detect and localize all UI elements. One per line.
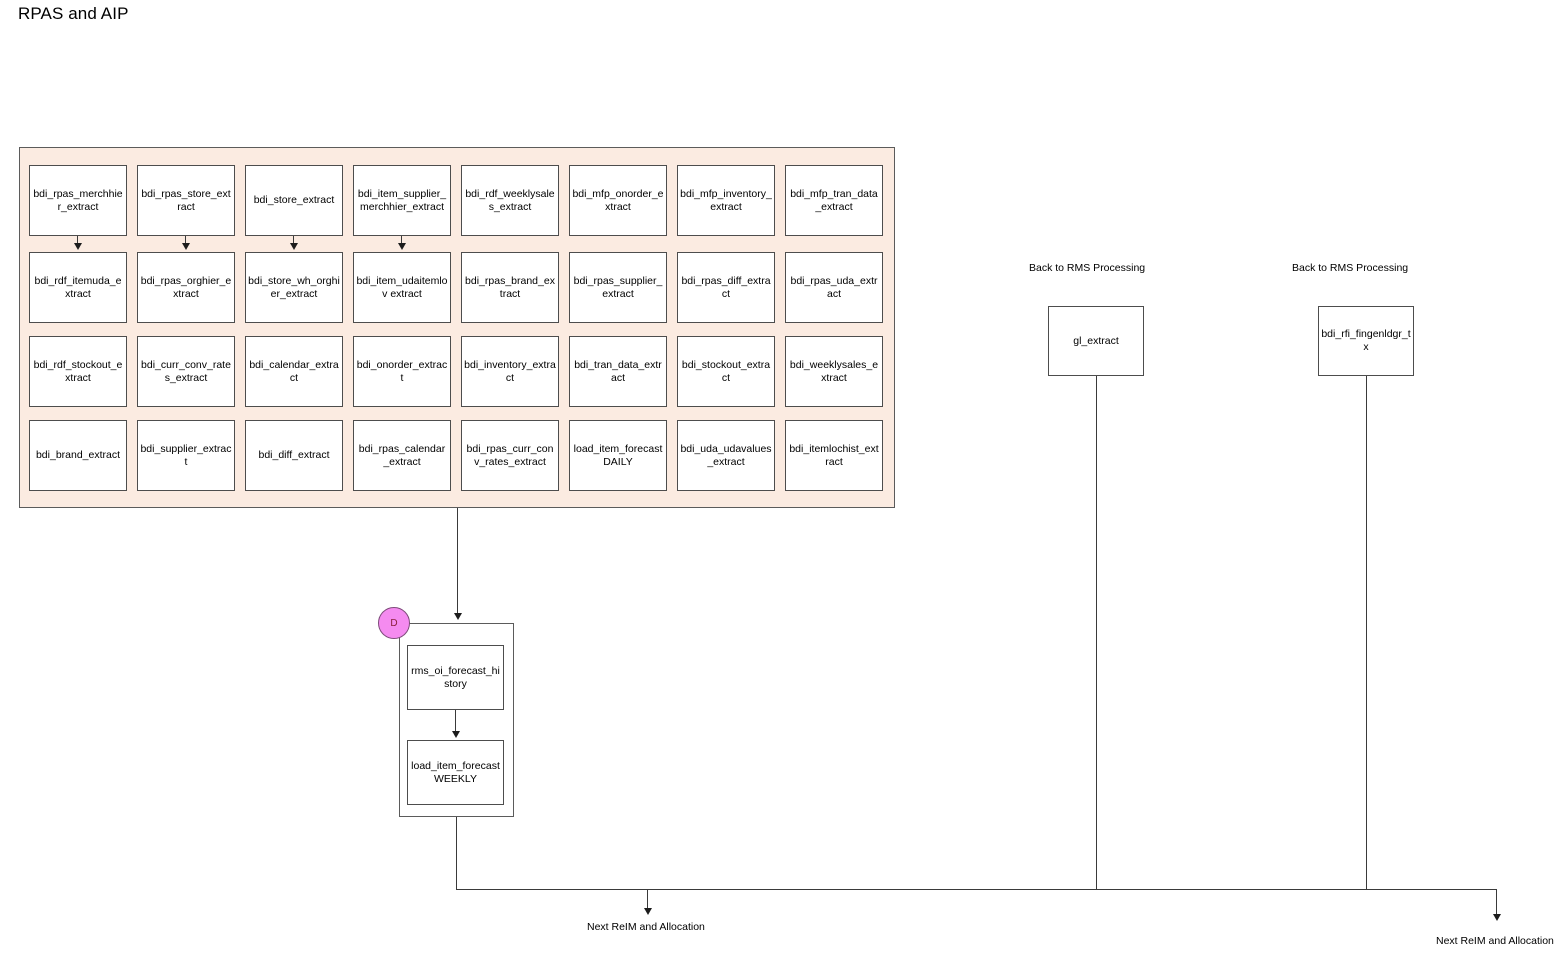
node-bdi-uda-udavalues-extract[interactable]: bdi_uda_udavalues_extract [677,420,775,491]
arrowhead-col3 [290,243,298,250]
node-label: bdi_itemlochist_extract [789,442,879,468]
node-label: bdi_store_wh_orghier_extract [248,274,340,300]
connector-col2 [185,236,186,245]
node-label: bdi_rpas_curr_conv_rates_extract [466,442,554,468]
node-label: bdi_onorder_extract [356,358,448,384]
node-label: bdi_rpas_store_extract [141,187,231,213]
node-label: gl_extract [1073,334,1119,347]
node-bdi-rpas-diff-extract[interactable]: bdi_rpas_diff_extract [677,252,775,323]
page-title: RPAS and AIP [18,4,129,23]
node-bdi-weeklysales-extract[interactable]: bdi_weeklysales_extract [785,336,883,407]
node-label: bdi_mfp_inventory_extract [680,187,772,213]
connector-gl-extract-down [1096,376,1097,889]
node-bdi-rdf-stockout-extract[interactable]: bdi_rdf_stockout_extract [29,336,127,407]
node-bdi-rpas-curr-conv-rates-extract[interactable]: bdi_rpas_curr_conv_rates_extract [461,420,559,491]
node-label: bdi_rdf_stockout_extract [33,358,123,384]
node-label: load_item_forecast WEEKLY [411,759,500,785]
connector-col3 [293,236,294,245]
node-bdi-rfi-fingenldgr-tx[interactable]: bdi_rfi_fingenldgr_tx [1318,306,1414,376]
node-bdi-mfp-tran-data-extract[interactable]: bdi_mfp_tran_data_extract [785,165,883,236]
node-label: bdi_rpas_diff_extract [681,274,771,300]
node-label: bdi_brand_extract [35,449,121,461]
arrowhead-col1 [74,243,82,250]
node-label: bdi_weeklysales_extract [789,358,879,384]
arrowhead-col2 [182,243,190,250]
node-load-item-forecast-weekly[interactable]: load_item_forecast WEEKLY [407,740,504,805]
bottom-bus-line [456,889,1497,890]
node-load-item-forecast-daily[interactable]: load_item_forecast DAILY [569,420,667,491]
node-label: bdi_calendar_extract [249,358,339,384]
node-bdi-curr-conv-rates-extract[interactable]: bdi_curr_conv_rates_extract [137,336,235,407]
node-rms-oi-forecast-history[interactable]: rms_oi_forecast_history [407,645,504,710]
node-label: bdi_item_udaitemlov extract [356,274,448,300]
connector-to-next-reim-2 [1496,889,1497,916]
node-bdi-rpas-merchhier-extract[interactable]: bdi_rpas_merchhier_extract [29,165,127,236]
node-label: bdi_rpas_merchhier_extract [33,187,123,213]
node-label: bdi_stockout_extract [681,358,771,384]
footer-label-next-reim-1: Next ReIM and Allocation [587,921,705,933]
node-bdi-rpas-calendar-extract[interactable]: bdi_rpas_calendar_extract [353,420,451,491]
node-bdi-rpas-orghier-extract[interactable]: bdi_rpas_orghier_extract [137,252,235,323]
node-label: bdi_inventory_extract [464,358,556,384]
connector-col1 [77,236,78,245]
caption-back-to-rms-processing-1: Back to RMS Processing [1029,262,1146,274]
node-bdi-item-udaitemlov-extract[interactable]: bdi_item_udaitemlov extract [353,252,451,323]
node-label: rms_oi_forecast_history [411,664,500,690]
node-bdi-stockout-extract[interactable]: bdi_stockout_extract [677,336,775,407]
node-bdi-itemlochist-extract[interactable]: bdi_itemlochist_extract [785,420,883,491]
node-label: bdi_rpas_calendar_extract [358,442,446,468]
footer-label-next-reim-2: Next ReIM and Allocation [1436,935,1554,947]
arrowhead-group-to-forecast [454,613,462,620]
connector-bdi-rfi-down [1366,376,1367,889]
node-bdi-rpas-store-extract[interactable]: bdi_rpas_store_extract [137,165,235,236]
node-bdi-calendar-extract[interactable]: bdi_calendar_extract [245,336,343,407]
connector-col4 [401,236,402,245]
node-bdi-onorder-extract[interactable]: bdi_onorder_extract [353,336,451,407]
node-bdi-tran-data-extract[interactable]: bdi_tran_data_extract [569,336,667,407]
node-bdi-rpas-brand-extract[interactable]: bdi_rpas_brand_extract [461,252,559,323]
node-label: bdi_supplier_extract [140,442,232,468]
node-label: bdi_item_supplier_merchhier_extract [357,187,447,213]
connector-to-next-reim-1 [647,889,648,910]
node-bdi-diff-extract[interactable]: bdi_diff_extract [245,420,343,491]
node-bdi-rpas-uda-extract[interactable]: bdi_rpas_uda_extract [785,252,883,323]
node-bdi-brand-extract[interactable]: bdi_brand_extract [29,420,127,491]
node-bdi-mfp-onorder-extract[interactable]: bdi_mfp_onorder_extract [569,165,667,236]
decision-marker-label: D [390,617,398,629]
node-label: bdi_rpas_supplier_extract [573,274,663,300]
node-label: bdi_rpas_orghier_extract [140,274,232,300]
decision-marker-d[interactable]: D [378,607,410,639]
connector-forecast-down [456,817,457,889]
arrowhead-next-reim-1 [644,908,652,915]
node-bdi-item-supplier-merchhier-extract[interactable]: bdi_item_supplier_merchhier_extract [353,165,451,236]
node-bdi-rdf-itemuda-extract[interactable]: bdi_rdf_itemuda_extract [29,252,127,323]
node-label: bdi_rdf_weeklysales_extract [465,187,555,213]
node-bdi-rpas-supplier-extract[interactable]: bdi_rpas_supplier_extract [569,252,667,323]
node-bdi-inventory-extract[interactable]: bdi_inventory_extract [461,336,559,407]
node-bdi-store-wh-orghier-extract[interactable]: bdi_store_wh_orghier_extract [245,252,343,323]
caption-back-to-rms-processing-2: Back to RMS Processing [1292,262,1409,274]
arrowhead-next-reim-2 [1493,914,1501,921]
node-bdi-mfp-inventory-extract[interactable]: bdi_mfp_inventory_extract [677,165,775,236]
node-label: bdi_rfi_fingenldgr_tx [1321,328,1411,353]
node-label: bdi_uda_udavalues_extract [680,442,772,468]
connector-history-to-weekly [455,710,456,733]
node-label: bdi_diff_extract [258,449,330,461]
node-bdi-rdf-weeklysales-extract[interactable]: bdi_rdf_weeklysales_extract [461,165,559,236]
node-label: bdi_rpas_brand_extract [465,274,555,300]
node-label: bdi_rpas_uda_extract [790,274,878,300]
node-label: bdi_rdf_itemuda_extract [34,274,122,300]
node-label: bdi_curr_conv_rates_extract [141,358,231,384]
node-label: bdi_tran_data_extract [574,358,662,384]
node-label: load_item_forecast DAILY [573,442,663,468]
node-gl-extract[interactable]: gl_extract [1048,306,1144,376]
connector-group-to-forecast [457,508,458,615]
node-label: bdi_mfp_tran_data_extract [790,187,878,213]
node-bdi-supplier-extract[interactable]: bdi_supplier_extract [137,420,235,491]
node-label: bdi_mfp_onorder_extract [572,187,664,213]
arrowhead-history-to-weekly [452,731,460,738]
node-bdi-store-extract[interactable]: bdi_store_extract [245,165,343,236]
arrowhead-col4 [398,243,406,250]
node-label: bdi_store_extract [253,194,335,206]
